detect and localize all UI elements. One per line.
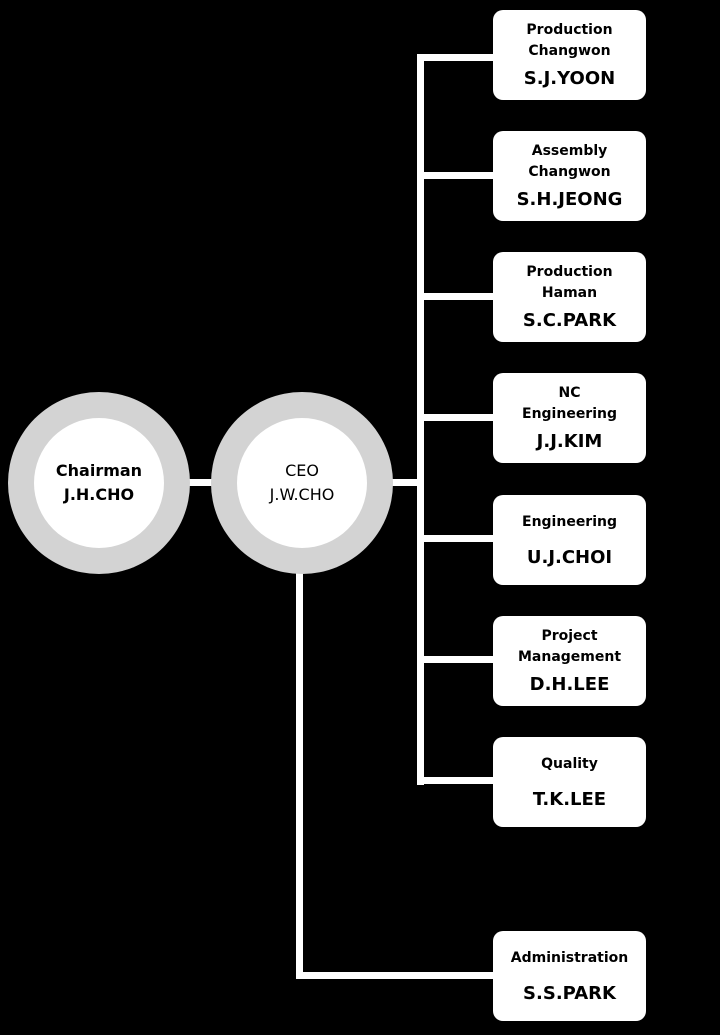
chairman-name: J.H.CHO xyxy=(63,485,135,504)
dept-production-haman: Production Haman S.C.PARK xyxy=(493,252,646,342)
connector-branch xyxy=(417,777,495,784)
connector-branch xyxy=(417,656,495,663)
dept-head: T.K.LEE xyxy=(532,788,607,810)
connector-ceo-admin-vertical xyxy=(296,568,303,979)
dept-label: Engineering xyxy=(522,513,617,530)
chairman-node: Chairman J.H.CHO xyxy=(8,392,190,574)
dept-label: Changwon xyxy=(528,43,611,59)
dept-assembly-changwon: Assembly Changwon S.H.JEONG xyxy=(493,131,646,221)
dept-head: S.C.PARK xyxy=(522,310,617,331)
dept-label: Management xyxy=(517,649,622,665)
connector-branch xyxy=(417,535,495,542)
dept-head: S.S.PARK xyxy=(523,982,616,1004)
dept-label: Assembly xyxy=(531,143,608,159)
dept-quality: Quality T.K.LEE xyxy=(493,737,646,827)
dept-label: Administration xyxy=(510,949,629,966)
dept-label: NC xyxy=(558,385,581,401)
connector-chairman-ceo xyxy=(188,479,214,486)
dept-engineering: Engineering U.J.CHOI xyxy=(493,495,646,585)
dept-label: Project xyxy=(541,628,598,644)
ceo-title: CEO xyxy=(285,461,319,480)
dept-head: S.J.YOON xyxy=(523,68,616,89)
chairman-title: Chairman xyxy=(55,461,143,480)
connector-branch xyxy=(417,293,495,300)
ceo-name: J.W.CHO xyxy=(269,485,335,504)
dept-label: Engineering xyxy=(522,406,617,422)
connector-branch xyxy=(417,414,495,421)
ceo-node: CEO J.W.CHO xyxy=(211,392,393,574)
dept-production-changwon: Production Changwon S.J.YOON xyxy=(493,10,646,100)
dept-head: S.H.JEONG xyxy=(516,189,623,210)
connector-branch xyxy=(417,54,495,61)
connector-branch xyxy=(417,172,495,179)
dept-nc-engineering: NC Engineering J.J.KIM xyxy=(493,373,646,463)
dept-label: Production xyxy=(526,22,613,38)
dept-label: Haman xyxy=(541,285,598,301)
dept-label: Changwon xyxy=(528,164,611,180)
dept-label: Quality xyxy=(541,755,598,772)
dept-project-management: Project Management D.H.LEE xyxy=(493,616,646,706)
dept-head: U.J.CHOI xyxy=(526,546,613,568)
dept-head: J.J.KIM xyxy=(536,431,603,452)
dept-head: D.H.LEE xyxy=(529,674,610,695)
dept-administration: Administration S.S.PARK xyxy=(493,931,646,1021)
dept-label: Production xyxy=(526,264,613,280)
connector-ceo-admin-horizontal xyxy=(296,972,495,979)
connector-ceo-trunk xyxy=(390,479,422,486)
